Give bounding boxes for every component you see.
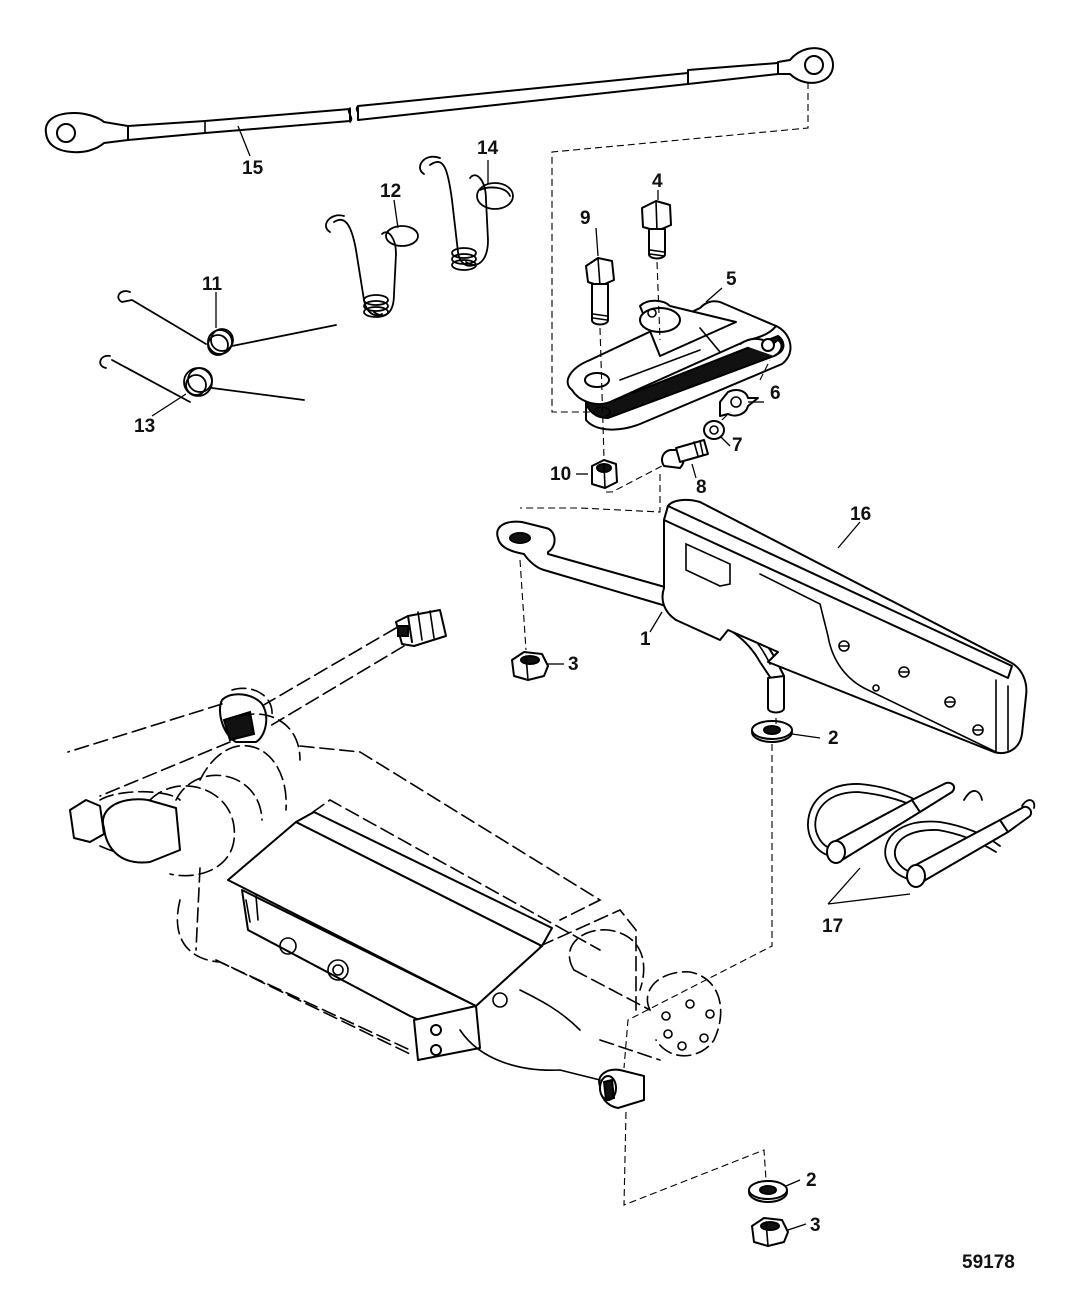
bolt-part-8 — [661, 439, 709, 469]
callout-7: 7 — [732, 435, 743, 456]
grommet-fitting — [218, 687, 273, 743]
callout-17: 17 — [822, 916, 843, 937]
callout-leaders — [151, 125, 911, 1231]
callout-labels: 15 14 12 11 13 9 4 5 6 7 8 10 16 1 3 2 1… — [134, 138, 1015, 1273]
callout-5: 5 — [726, 269, 737, 290]
lock-pins-part-17 — [807, 781, 1036, 888]
callout-9: 9 — [580, 208, 591, 229]
figure-number: 59178 — [962, 1252, 1015, 1273]
actuator-assembly-phantom — [67, 627, 722, 1109]
bolt-part-4 — [641, 200, 672, 260]
callout-2-lower: 2 — [806, 1170, 817, 1191]
callout-3-lower: 3 — [810, 1215, 821, 1236]
housing-part-16 — [661, 498, 1028, 754]
callout-13: 13 — [134, 416, 155, 437]
assembly-centerlines — [519, 82, 809, 1206]
arm-part-5 — [566, 299, 792, 431]
bolt-part-9 — [585, 257, 615, 326]
nut-part-3-upper — [511, 651, 549, 681]
clip-part-6 — [719, 389, 759, 417]
washer-part-2-upper — [751, 720, 793, 743]
callout-10: 10 — [550, 464, 571, 485]
callout-15: 15 — [242, 158, 264, 179]
washer-part-7 — [703, 420, 725, 440]
spring-part-14 — [419, 155, 514, 271]
spring-part-12 — [325, 214, 419, 318]
callout-8: 8 — [696, 477, 707, 498]
callout-11: 11 — [202, 274, 223, 295]
spring-part-11 — [117, 290, 337, 356]
connector-plug — [395, 609, 447, 647]
nut-part-3-lower — [751, 1217, 789, 1247]
callout-4: 4 — [652, 171, 663, 192]
callout-16: 16 — [850, 504, 871, 525]
nut-part-10 — [591, 459, 618, 489]
spring-part-13 — [99, 354, 305, 403]
callout-12: 12 — [380, 181, 401, 202]
callout-1: 1 — [640, 629, 651, 650]
callout-6: 6 — [770, 383, 781, 404]
rod-part-15 — [44, 47, 834, 154]
callout-3-upper: 3 — [568, 654, 579, 675]
washer-part-2-lower — [748, 1180, 788, 1203]
callout-14: 14 — [477, 138, 499, 159]
callout-2-upper: 2 — [828, 728, 839, 749]
